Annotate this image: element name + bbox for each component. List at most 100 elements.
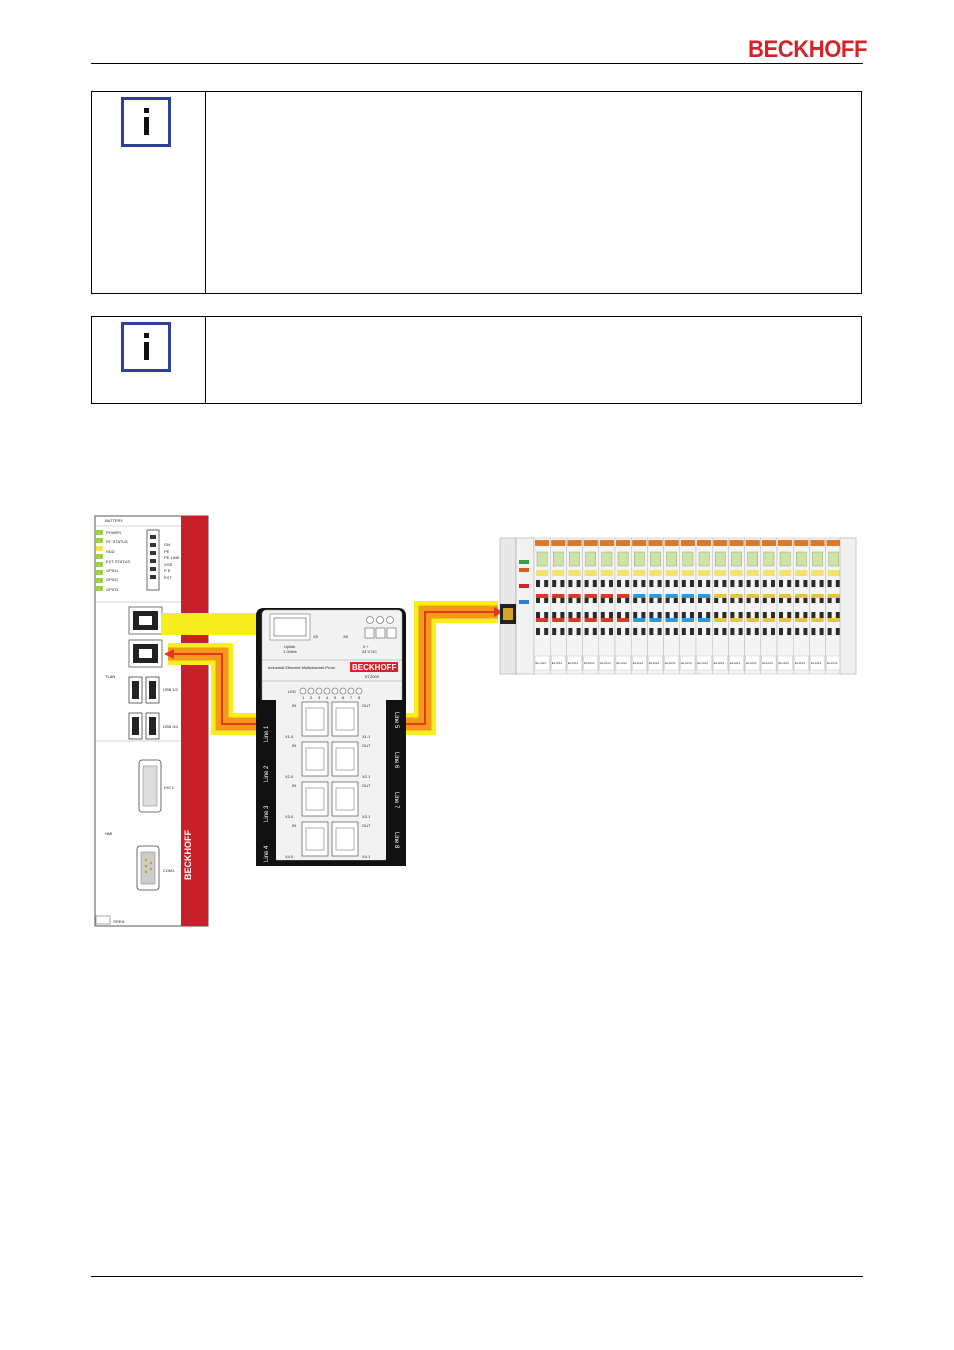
port-row-4: IN OUT X4.0 X4.1 xyxy=(285,821,371,859)
uplink-cable xyxy=(161,613,271,635)
uplink-sub: 1 Gbit/s xyxy=(283,649,297,654)
led-label: POWER xyxy=(106,530,121,535)
line-label-right: Line 7 xyxy=(393,792,399,809)
led-number: 5 xyxy=(334,695,337,700)
usb-label: USB 1/2 xyxy=(163,687,179,692)
info-icon xyxy=(121,97,171,147)
port-label-in: X4.0 xyxy=(285,854,294,859)
power-terminal: X6 0 + 24 V DC xyxy=(343,616,397,654)
footer-rule xyxy=(91,1276,863,1277)
open-label: OPEN xyxy=(113,919,124,924)
line-label-right: Line 8 xyxy=(393,832,399,849)
terminal-label: EL1014 xyxy=(584,661,595,665)
out-label: OUT xyxy=(362,703,371,708)
note-icon-cell xyxy=(92,317,206,403)
terminal-slice: EL1014 xyxy=(793,537,810,675)
terminal-label: EL1014 xyxy=(698,661,709,665)
terminal-label: EL1014 xyxy=(665,661,676,665)
led-label: PC STATUS xyxy=(106,539,128,544)
in-label: IN xyxy=(292,783,296,788)
channel-leds: 1 2 3 4 5 6 7 8 xyxy=(299,687,363,700)
terminal-label: EL1014 xyxy=(811,661,822,665)
terminal-slice: EL1014 xyxy=(598,537,616,675)
com-label: COM1 xyxy=(163,868,175,873)
com-port: COM1 xyxy=(136,845,175,891)
terminal-slice: EL1014 xyxy=(712,537,729,675)
line-label-left: Line 2 xyxy=(264,765,270,782)
power-connector: ON PE PE-LINE VGE P E EXT xyxy=(146,529,180,591)
line-label-right: Line 5 xyxy=(393,712,399,729)
power-pin-label: PE xyxy=(164,549,170,554)
terminal-label: EL1014 xyxy=(536,661,547,665)
terminal-slice: EL1014 xyxy=(728,537,745,675)
note-icon-cell xyxy=(92,92,206,293)
led-number: 3 xyxy=(318,695,321,700)
led-number: 7 xyxy=(350,695,353,700)
line-label-left: Line 4 xyxy=(264,845,270,862)
terminal-slice: EL1014 xyxy=(533,537,551,675)
usb-ports: USB 1/2 USB 3/4 xyxy=(128,676,179,740)
line-label-left: Line 1 xyxy=(264,725,270,742)
ethernet-label: TLAN xyxy=(105,674,115,679)
terminal-slice: EL1014 xyxy=(744,537,761,675)
port-label-out: X4.1 xyxy=(362,854,371,859)
port-label-in: X2.0 xyxy=(285,774,294,779)
port-row-1: IN OUT X1.0 X1.1 xyxy=(285,701,371,739)
industrial-pc: BECKHOFF BATTERY POWER PC STATUS HDD EXT… xyxy=(94,515,209,927)
terminal-label: EL1014 xyxy=(617,661,628,665)
line-label-left: Line 3 xyxy=(264,805,270,822)
led-number: 2 xyxy=(310,695,313,700)
junction-brand: BECKHOFF xyxy=(352,663,397,672)
uplink-label: Uplink xyxy=(284,644,295,649)
terminal-label: EL1014 xyxy=(552,661,563,665)
led-label: HDD xyxy=(106,549,115,554)
beckhoff-logo: BECKHOFF xyxy=(748,36,867,64)
power-pin-label: EXT xyxy=(164,575,172,580)
junction-ports: IN OUT X1.0 X1.1 IN OUT X2.0 X2.1 IN xyxy=(285,701,371,859)
port-label-out: X3.1 xyxy=(362,814,371,819)
terminal-slice: EL1014 xyxy=(679,537,697,675)
power-label: 24 V DC xyxy=(362,649,377,654)
led-number: 1 xyxy=(302,695,305,700)
logo-text: BECKHOFF xyxy=(748,36,867,63)
led-label: EXT STATUS xyxy=(106,559,130,564)
status-leds: POWER PC STATUS HDD EXT STATUS GPIO1 GPI… xyxy=(96,530,130,592)
led-number: 4 xyxy=(326,695,329,700)
header-rule xyxy=(91,63,863,64)
line-label-right: Line 6 xyxy=(393,752,399,769)
in-label: IN xyxy=(292,703,296,708)
pc-brand: BECKHOFF xyxy=(183,830,193,880)
info-icon xyxy=(121,322,171,372)
out-label: OUT xyxy=(362,783,371,788)
led-label: GPIO3 xyxy=(106,587,119,592)
terminal-slice: EL1014 xyxy=(825,537,842,675)
terminal-slice: EL1014 xyxy=(550,537,567,675)
led-number: 8 xyxy=(358,695,361,700)
terminal-slice: EL1014 xyxy=(647,537,664,675)
terminal-label: EL1014 xyxy=(730,661,741,665)
pc-ethernet-ports: TLAN xyxy=(105,606,163,679)
port-label-in: X1.0 xyxy=(285,734,294,739)
terminal-slice: EL1014 xyxy=(631,537,648,675)
power-pin-label: PE-LINE xyxy=(164,555,180,560)
terminal-slice: EL1014 xyxy=(809,537,826,675)
terminal-label: EL1014 xyxy=(714,661,725,665)
terminal-slice: EL1014 xyxy=(695,537,713,675)
terminal-slice: EL1014 xyxy=(760,537,778,675)
led-label: GPIO1 xyxy=(106,568,119,573)
hmi-label: HMI xyxy=(105,831,112,836)
led-number: 6 xyxy=(342,695,345,700)
terminal-label: EL1014 xyxy=(779,661,790,665)
terminal-slice: EL1014 xyxy=(614,537,632,675)
battery-label: BATTERY xyxy=(105,518,123,523)
in-label: IN xyxy=(292,823,296,828)
power-pin-label: VGE xyxy=(164,562,173,567)
usb-label: USB 3/4 xyxy=(163,724,179,729)
x5-label: X5 xyxy=(313,634,319,639)
dvi-port: DVI 1 HMI xyxy=(105,759,175,836)
led-label: GPIO2 xyxy=(106,577,119,582)
port-label-out: X1.1 xyxy=(362,734,371,739)
